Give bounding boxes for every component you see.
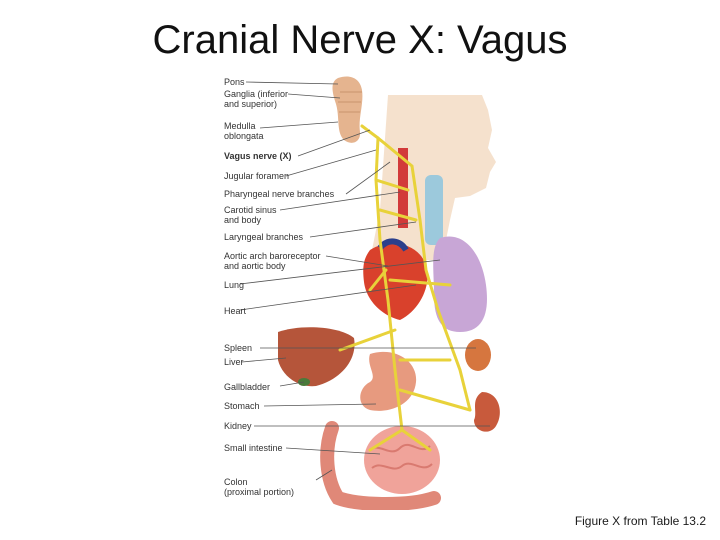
label-colon: Colon (proximal portion) <box>224 477 295 497</box>
label-ganglia: Ganglia (inferior and superior) <box>224 89 289 109</box>
brainstem-illustration <box>332 76 363 143</box>
label-small-intestine: Small intestine <box>224 443 283 453</box>
trachea-illustration <box>425 175 443 245</box>
label-stomach: Stomach <box>224 401 260 411</box>
label-medulla: Medulla oblongata <box>224 121 264 141</box>
label-heart: Heart <box>224 306 247 316</box>
label-spleen: Spleen <box>224 343 253 353</box>
label-vagus-nerve: Vagus nerve (X) <box>224 151 292 161</box>
label-pharyngeal-branches: Pharyngeal nerve branches <box>224 189 335 199</box>
label-liver: Liver <box>224 357 244 367</box>
small-intestine-illustration <box>364 426 440 494</box>
liver-illustration <box>278 327 355 387</box>
label-kidney: Kidney <box>224 421 252 431</box>
label-aortic-arch: Aortic arch baroreceptor and aortic body <box>224 251 321 271</box>
spleen-illustration <box>465 339 491 371</box>
label-carotid-sinus: Carotid sinus and body <box>224 205 277 225</box>
figure-caption: Figure X from Table 13.2 <box>574 514 706 528</box>
label-lung: Lung <box>224 280 245 290</box>
label-laryngeal-branches: Laryngeal branches <box>224 232 304 242</box>
slide-title: Cranial Nerve X: Vagus <box>152 18 568 62</box>
lung-illustration <box>433 236 487 332</box>
vagus-nerve-path <box>338 124 472 452</box>
label-jugular-foramen: Jugular foramen <box>224 171 290 181</box>
leader-lines <box>239 81 490 481</box>
stomach-illustration <box>360 351 417 411</box>
label-pons: Pons <box>224 77 245 87</box>
kidney-illustration <box>474 392 500 432</box>
label-gallbladder: Gallbladder <box>224 382 271 392</box>
vagus-illustration <box>239 76 500 510</box>
